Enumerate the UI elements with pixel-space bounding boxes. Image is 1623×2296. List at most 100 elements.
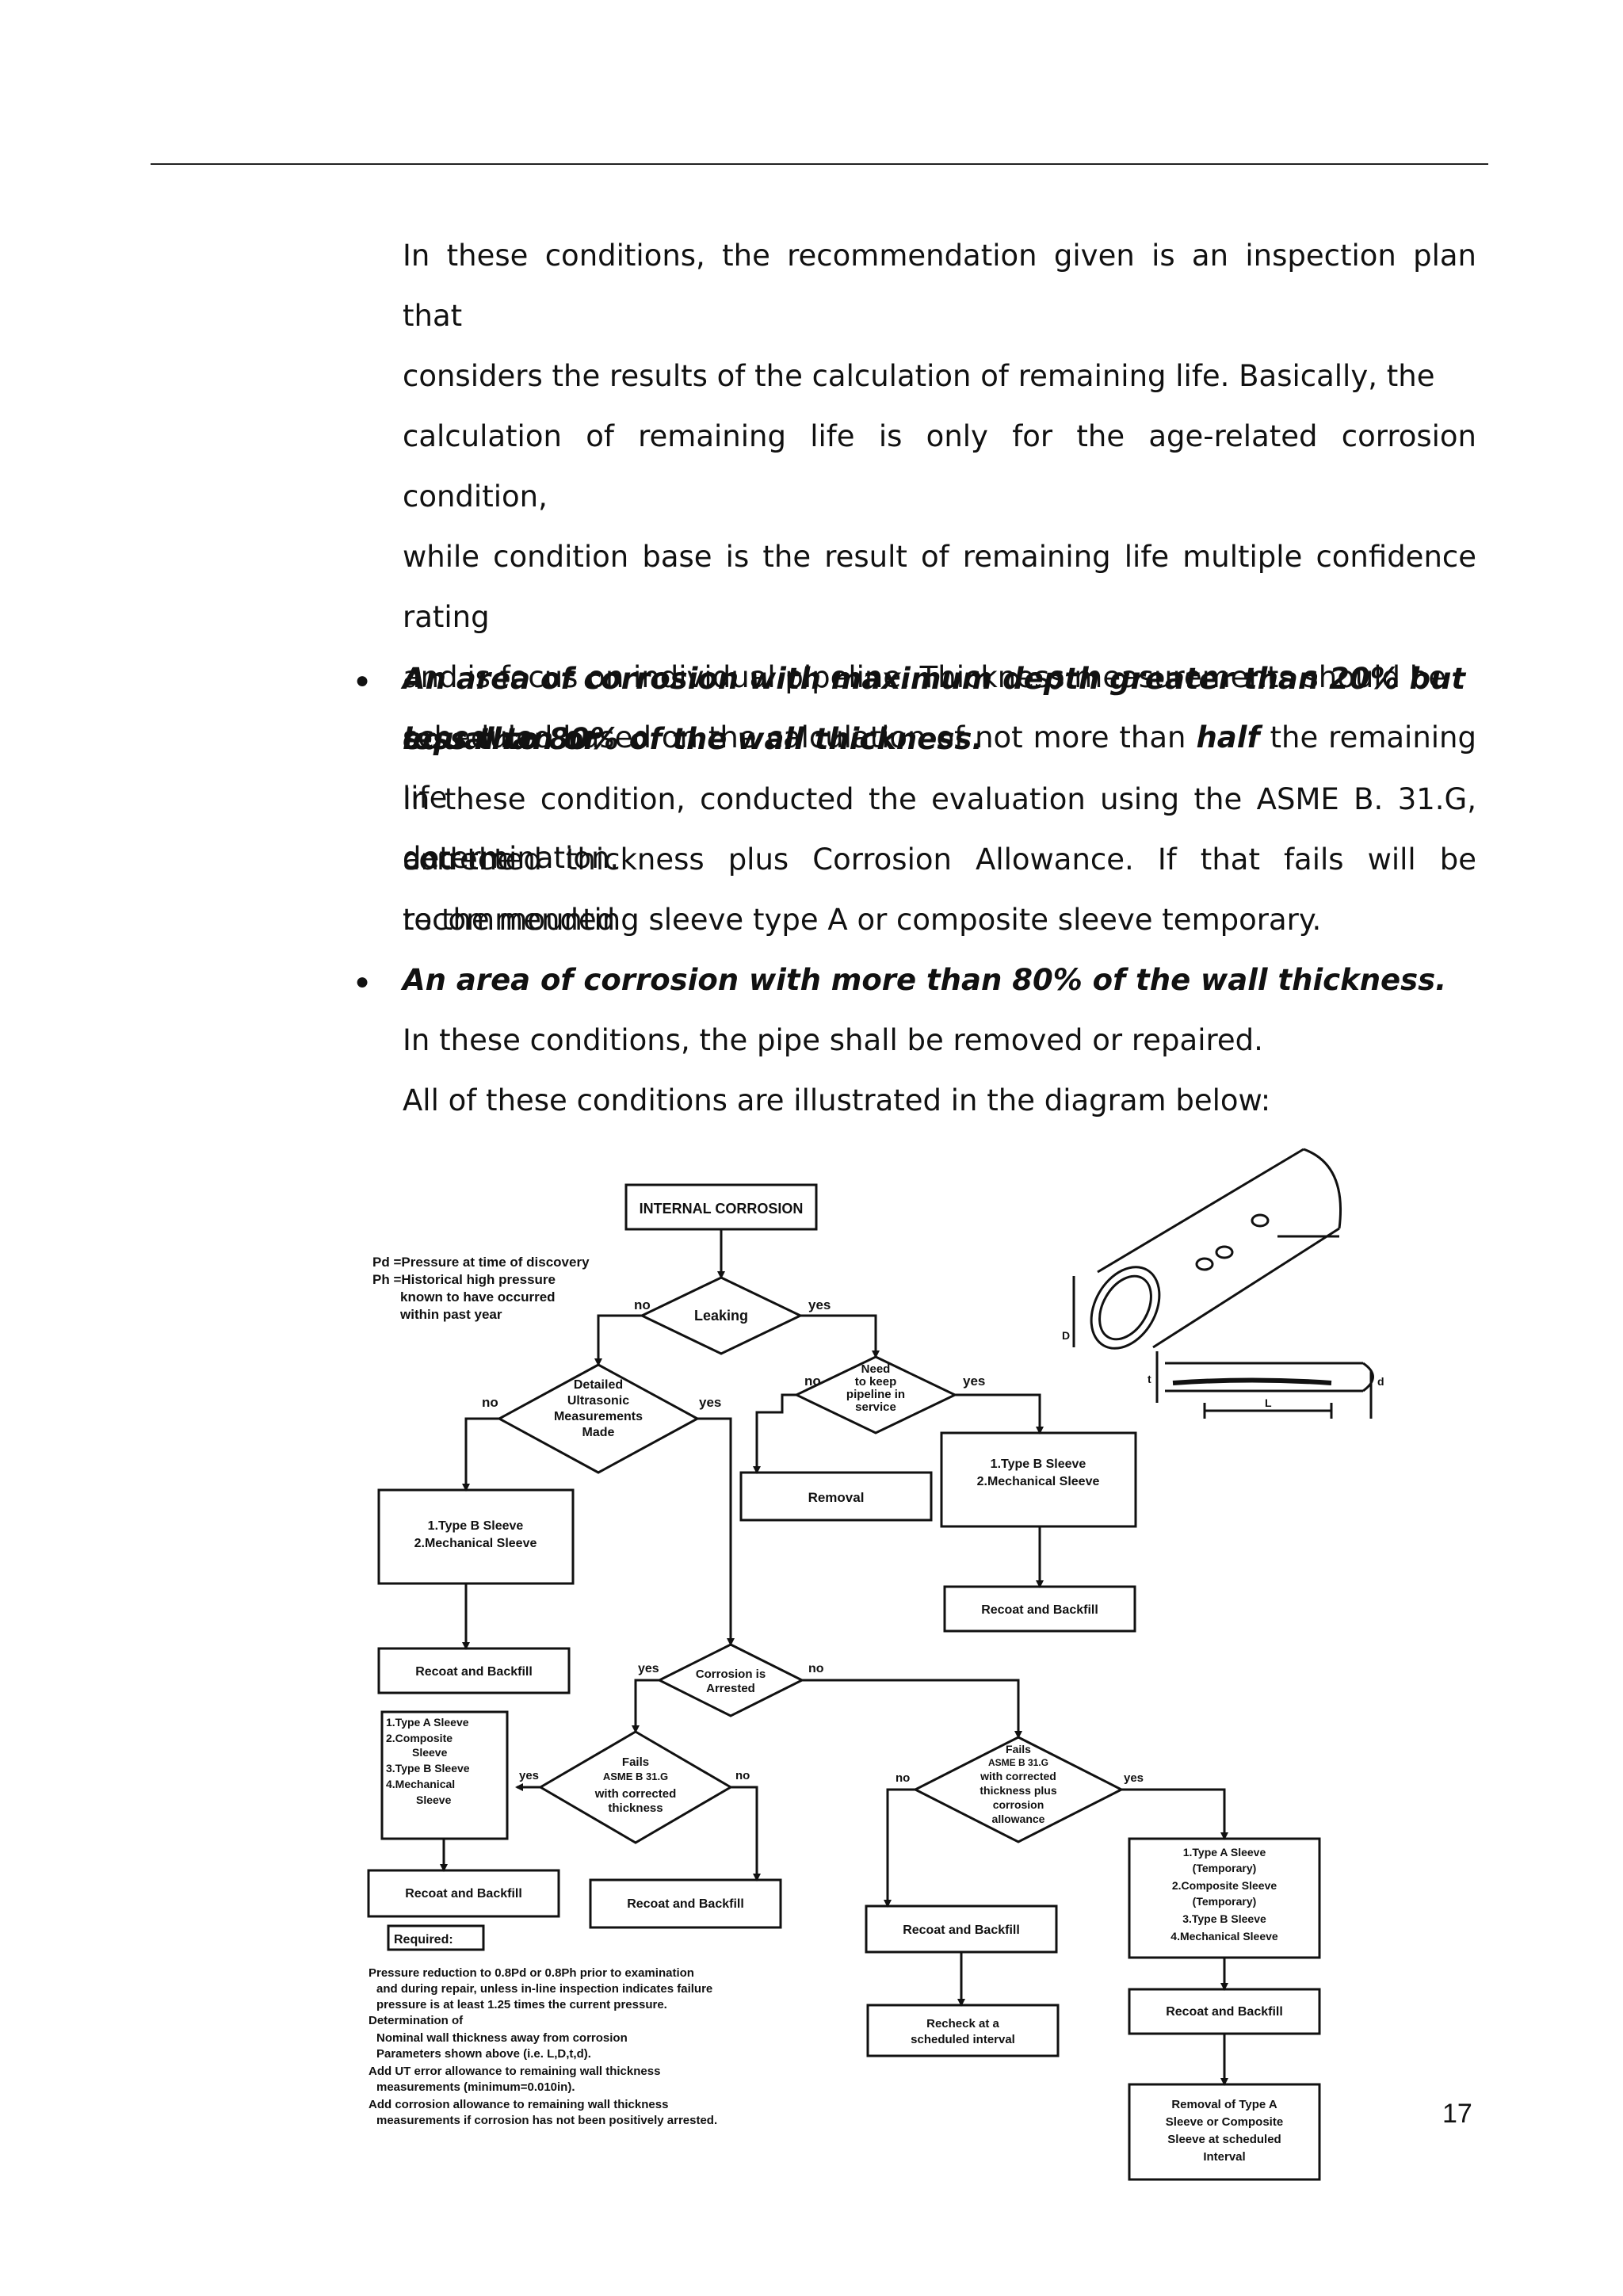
sleeve-label: 2.Mechanical Sleeve (977, 1475, 1100, 1488)
right-sleeves-label: 1.Type A Sleeve (1183, 1846, 1266, 1859)
no-label: no (735, 1769, 750, 1782)
left-sleeves-label: 2.Composite (386, 1732, 453, 1744)
note-line: Parameters shown above (i.e. L,D,t,d). (376, 2047, 591, 2061)
right-sleeves-label: 2.Composite Sleeve (1172, 1879, 1277, 1892)
right-sleeves-label: 4.Mechanical Sleeve (1170, 1930, 1278, 1943)
yes-label: yes (808, 1297, 831, 1312)
recoat-label: Recoat and Backfill (903, 1924, 1020, 1937)
paragraph-line: scheduled based on the calculation of no… (403, 708, 1476, 828)
no-label: no (896, 1771, 910, 1785)
yes-label: yes (519, 1769, 539, 1782)
recoat-box-left-top (377, 1647, 571, 1694)
arrested-label: Corrosion is (696, 1668, 766, 1681)
note-line: measurements (minimum=0.010in). (376, 2080, 575, 2094)
fails-corrected-thickness-decision (538, 1730, 733, 1844)
bullet2-heading: An area of corrosion with more than 80% … (403, 963, 1447, 997)
page-number: 17 (1442, 2099, 1472, 2129)
bullet1-heading-line2: equal to 80% of the wall thickness. (403, 722, 983, 756)
fails-label: ASME B 31.G (603, 1771, 668, 1782)
fails2-label: ASME B 31.G (988, 1757, 1048, 1768)
legend-line: known to have occurred (400, 1289, 556, 1305)
note-line: and during repair, unless in-line inspec… (376, 1982, 712, 1996)
legend-line: within past year (399, 1307, 502, 1322)
fails2-label: thickness plus (980, 1784, 1056, 1797)
bullet1-heading-line1: An area of corrosion with maximum depth … (403, 662, 1466, 756)
dim-label: D (1062, 1329, 1070, 1342)
dim-label: t (1148, 1373, 1151, 1385)
paragraph-line: In these conditions, the recommendation … (403, 239, 1476, 333)
recheck-label: Recheck at a (926, 2017, 999, 2030)
fails-label: with corrected (594, 1787, 677, 1801)
removal-label: Removal (808, 1490, 865, 1505)
bullet-dot: ● (355, 968, 370, 995)
yes-label: yes (1124, 1771, 1144, 1785)
start-label: INTERNAL CORROSION (640, 1201, 804, 1217)
removal-final-label: Interval (1203, 2150, 1245, 2164)
no-label: no (808, 1662, 824, 1675)
fails2-label: corrosion (993, 1798, 1044, 1811)
dim-label: d (1377, 1375, 1384, 1388)
removal-final-box (1128, 2083, 1321, 2181)
left-sleeves-label: Sleeve (416, 1794, 452, 1806)
sleeve-label: 1.Type B Sleeve (991, 1457, 1086, 1471)
required-label: Required: (394, 1933, 453, 1946)
note-line: pressure is at least 1.25 times the curr… (376, 1998, 667, 2011)
keep-service-decision (793, 1355, 958, 1435)
note-line: Pressure reduction to 0.8Pd or 0.8Ph pri… (369, 1966, 694, 1980)
recoat-label: Recoat and Backfill (1166, 2005, 1283, 2019)
fails-label: thickness (608, 1801, 663, 1815)
note-line: Add corrosion allowance to remaining wal… (369, 2098, 668, 2111)
fails-label: Fails (622, 1755, 649, 1769)
yes-label: yes (638, 1662, 659, 1675)
ultrasonic-label: Made (582, 1426, 615, 1439)
arrested-decision (656, 1643, 805, 1717)
sleeve-label: 1.Type B Sleeve (428, 1519, 524, 1533)
ultrasonic-label: Detailed (574, 1378, 623, 1392)
right-sleeves-label: (Temporary) (1193, 1895, 1257, 1908)
no-label: no (634, 1297, 651, 1312)
keep-service-label: to keep (855, 1375, 897, 1389)
bullet-dot: ● (355, 667, 370, 693)
right-sleeves-label: 3.Type B Sleeve (1182, 1912, 1266, 1925)
recoat-label: Recoat and Backfill (627, 1897, 744, 1911)
bullet1-body-line: In these condition, conducted the evalua… (403, 782, 1476, 877)
paragraph-line: determination. (403, 841, 620, 875)
paragraph-line: calculation of remaining life is only fo… (403, 419, 1476, 514)
wall-section (1155, 1351, 1374, 1419)
bullet2-body: In these conditions, the pipe shall be r… (403, 1023, 1263, 1057)
ultrasonic-decision (496, 1363, 701, 1474)
pipe-illustration (1072, 1148, 1342, 1350)
arrested-label: Arrested (706, 1682, 755, 1695)
recoat-label: Recoat and Backfill (405, 1887, 522, 1901)
recheck-box (866, 2004, 1060, 2057)
fails2-label: Fails (1006, 1743, 1031, 1755)
note-line: Nominal wall thickness away from corrosi… (376, 2031, 628, 2045)
removal-final-label: Sleeve at scheduled (1167, 2133, 1281, 2146)
typeB-sleeve-box-left (377, 1488, 575, 1585)
yes-label: yes (699, 1395, 721, 1410)
intro-paragraph: In these conditions, the recommendation … (403, 226, 1476, 888)
note-line: Determination of (369, 2014, 464, 2027)
recoat-box-left-bottom (367, 1869, 560, 1918)
keep-service-label: Need (861, 1362, 891, 1376)
ultrasonic-label: Ultrasonic (567, 1394, 629, 1408)
leaking-label: Leaking (694, 1308, 748, 1324)
left-sleeves-label: 1.Type A Sleeve (386, 1716, 469, 1729)
paragraph-line: and is focus on individual pipeline. Thi… (403, 660, 1447, 694)
recoat-label: Recoat and Backfill (415, 1665, 533, 1679)
closing-line: All of these conditions are illustrated … (403, 1083, 1271, 1117)
sleeve-label: 2.Mechanical Sleeve (414, 1537, 537, 1550)
no-label: no (804, 1373, 821, 1389)
fails-corrected-thickness-allowance-decision (912, 1736, 1125, 1843)
bullet1-body-line: corrected thickness plus Corrosion Allow… (403, 842, 1476, 937)
removal-box (739, 1471, 933, 1522)
right-sleeves-label: (Temporary) (1193, 1862, 1257, 1874)
removal-final-label: Removal of Type A (1171, 2098, 1277, 2111)
no-label: no (482, 1395, 498, 1410)
left-sleeves-box (380, 1710, 509, 1840)
note-line: Add UT error allowance to remaining wall… (369, 2065, 660, 2078)
dim-label: L (1265, 1396, 1272, 1409)
note-line: measurements if corrosion has not been p… (376, 2114, 717, 2127)
removal-final-label: Sleeve or Composite (1166, 2115, 1283, 2129)
